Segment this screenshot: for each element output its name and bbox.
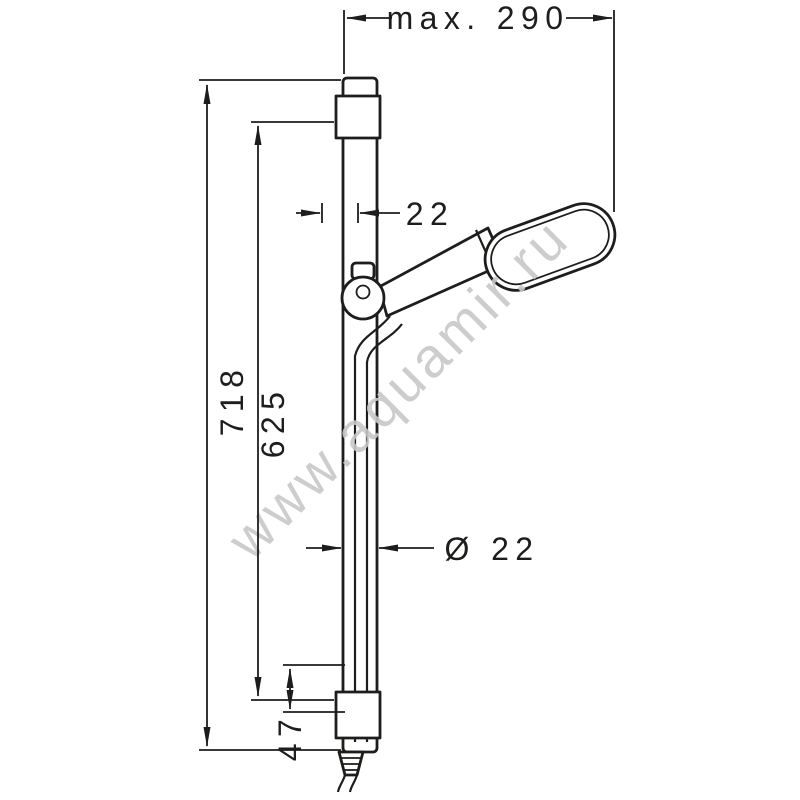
dim-label-holder-offset: 22 bbox=[406, 196, 454, 232]
dim-label-max-width: max. 290 bbox=[387, 0, 570, 36]
hose-end-line-right bbox=[348, 774, 359, 793]
dimension-bar-diameter: Ø 22 bbox=[306, 531, 540, 567]
dimension-overall-height: 718 bbox=[199, 79, 341, 751]
hose-end-line-left bbox=[336, 774, 347, 793]
dim-label-overall-height: 718 bbox=[214, 364, 250, 437]
hand-shower-head bbox=[483, 202, 617, 292]
dimension-bottom-offset: 47 bbox=[272, 664, 345, 761]
bottom-wall-bracket bbox=[334, 690, 382, 740]
top-wall-bracket bbox=[334, 94, 382, 140]
dim-label-bottom-offset: 47 bbox=[272, 713, 308, 761]
dimension-bar-length: 625 bbox=[251, 121, 334, 701]
dimension-annotations: max. 290 22 718 625 bbox=[199, 0, 615, 761]
product-drawing bbox=[334, 76, 617, 793]
dim-label-bar-diameter: Ø 22 bbox=[445, 531, 540, 567]
dimension-holder-offset: 22 bbox=[296, 196, 454, 232]
dimension-max-width: max. 290 bbox=[343, 0, 615, 212]
shower-hose-line-right bbox=[365, 323, 403, 742]
shower-head-face-plate bbox=[490, 208, 610, 286]
shower-hose-line-left bbox=[353, 315, 391, 742]
slider-knob-detail bbox=[355, 284, 371, 300]
shower-head-body bbox=[483, 202, 617, 292]
dim-label-bar-length: 625 bbox=[255, 386, 291, 459]
